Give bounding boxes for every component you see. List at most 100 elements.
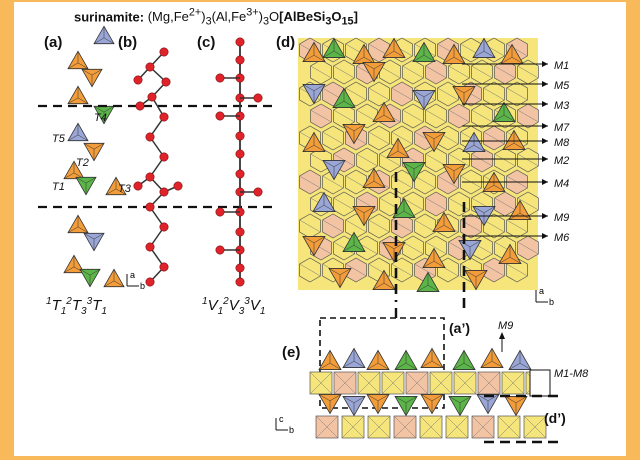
mineral-formula: (Mg,Fe2+)3(Al,Fe3+)3O[AlBeSi3O15] [147, 7, 358, 28]
octahedron-edge [391, 87, 413, 101]
octahedron-edge [483, 263, 505, 277]
tetrahedron-edge [452, 86, 465, 94]
chain-b-atom-13 [145, 277, 155, 287]
octahedron-edge [425, 65, 447, 79]
tetrahedron-edge [352, 206, 365, 214]
octahedron-edge [517, 65, 539, 79]
octahedron-edge [345, 87, 367, 101]
octahedron-edge [299, 175, 321, 189]
octahedron-edge [425, 197, 447, 211]
tetrahedron-edge [412, 54, 425, 62]
tetrahedron-edge [420, 360, 433, 368]
octahedron-edge [414, 219, 436, 233]
panel-label-e: (e) [282, 344, 301, 361]
tetrahedron-edge [363, 206, 376, 214]
tetra-label-t2: T2 [76, 157, 89, 169]
tetrahedron-edge [498, 256, 511, 264]
tetrahedron-edge [353, 396, 366, 404]
tetrahedron-edge [472, 50, 485, 58]
tetrahedron-edge [462, 144, 475, 152]
chain-b-atom-6 [159, 152, 169, 162]
octahedron-edge [471, 415, 495, 439]
tetrahedron-edge [492, 114, 505, 122]
tetrahedron-edge [511, 56, 524, 64]
tetrahedron-edge [362, 180, 375, 188]
tetrahedron-edge [103, 106, 115, 113]
tetrahedron-edge [302, 236, 315, 244]
axes-panel-d-right-label: b [549, 297, 554, 307]
octahedron-edge [425, 241, 447, 255]
octahedron-edge [379, 153, 401, 167]
m-site-m2: M2 [554, 155, 570, 167]
tetrahedron-edge [85, 177, 97, 184]
tetrahedron-edge [432, 224, 445, 232]
tetrahedron-edge [377, 394, 390, 402]
octahedron-edge [501, 371, 525, 395]
tetrahedron-edge [67, 226, 79, 233]
selection-box-a-prime [319, 317, 445, 409]
tetrahedron-edge [453, 56, 466, 64]
tetra-label-t3: T3 [118, 183, 131, 195]
tetrahedron-edge [508, 362, 521, 370]
octahedron-edge [429, 371, 453, 395]
tetrahedron-edge [328, 268, 341, 276]
octahedron-edge [309, 371, 333, 395]
tetrahedron-edge [493, 184, 506, 192]
tetrahedron-edge [476, 394, 489, 402]
tetrahedron-edge [353, 124, 366, 132]
tetrahedron-edge [500, 56, 513, 64]
octahedron-edge [333, 241, 355, 255]
octahedron-edge [391, 131, 413, 145]
tetrahedron-edge [313, 54, 326, 62]
tetrahedron-edge [93, 143, 105, 150]
octahedron-edge [471, 65, 493, 79]
octahedron-edge [448, 153, 470, 167]
tetrahedron-edge [413, 162, 426, 170]
tetrahedron-edge [405, 396, 418, 404]
chain-c-atom-13 [235, 277, 245, 287]
octahedron-edge [333, 153, 355, 167]
tetrahedron-edge [67, 62, 79, 69]
tetrahedron-edge [392, 210, 405, 218]
octahedron-edge [517, 197, 539, 211]
tetra-label-t5: T5 [52, 133, 65, 145]
chain-c-branch-atom-5 [215, 245, 225, 255]
tetrahedron-edge [342, 124, 355, 132]
tetrahedron-edge [433, 132, 446, 140]
tetrahedron-edge [322, 50, 335, 58]
chain-b-atom-4 [159, 112, 169, 122]
m-site-m4: M4 [554, 178, 570, 190]
octahedron-edge [341, 415, 365, 439]
octahedron-edge [322, 219, 344, 233]
octahedron-edge [393, 415, 417, 439]
tetrahedron-edge [382, 50, 395, 58]
octahedron-edge [379, 65, 401, 79]
tetrahedron-edge [443, 224, 456, 232]
octahedron-edge [368, 219, 390, 233]
chain-b-atom-7 [145, 172, 155, 182]
tetrahedron-edge [504, 396, 517, 404]
m-site-arrowhead-6 [542, 179, 548, 185]
axes-panel-e-right-label: b [289, 425, 294, 435]
chain-b-atom-5 [145, 132, 155, 142]
tetrahedron-edge [302, 84, 315, 92]
tetrahedron-edge [103, 37, 115, 44]
octahedron-edge [483, 87, 505, 101]
tetrahedron-edge [353, 360, 366, 368]
chain-b-branch-atom [135, 101, 145, 111]
tetrahedron-edge [318, 362, 331, 370]
chain-b-atom-8 [159, 187, 169, 197]
m-site-arrowhead-1 [542, 81, 548, 87]
octahedron-edge [445, 415, 469, 439]
tetrahedron-edge [402, 162, 415, 170]
tetrahedron-edge [383, 114, 396, 122]
panel-label-a: (a) [44, 34, 63, 51]
m-site-m5: M5 [554, 80, 570, 92]
octahedron-edge [368, 87, 390, 101]
tetrahedron-edge [313, 84, 326, 92]
tetrahedron-edge [464, 270, 477, 278]
tetrahedron-edge [431, 360, 444, 368]
octahedron-edge [402, 197, 424, 211]
tetrahedron-edge [519, 362, 532, 370]
